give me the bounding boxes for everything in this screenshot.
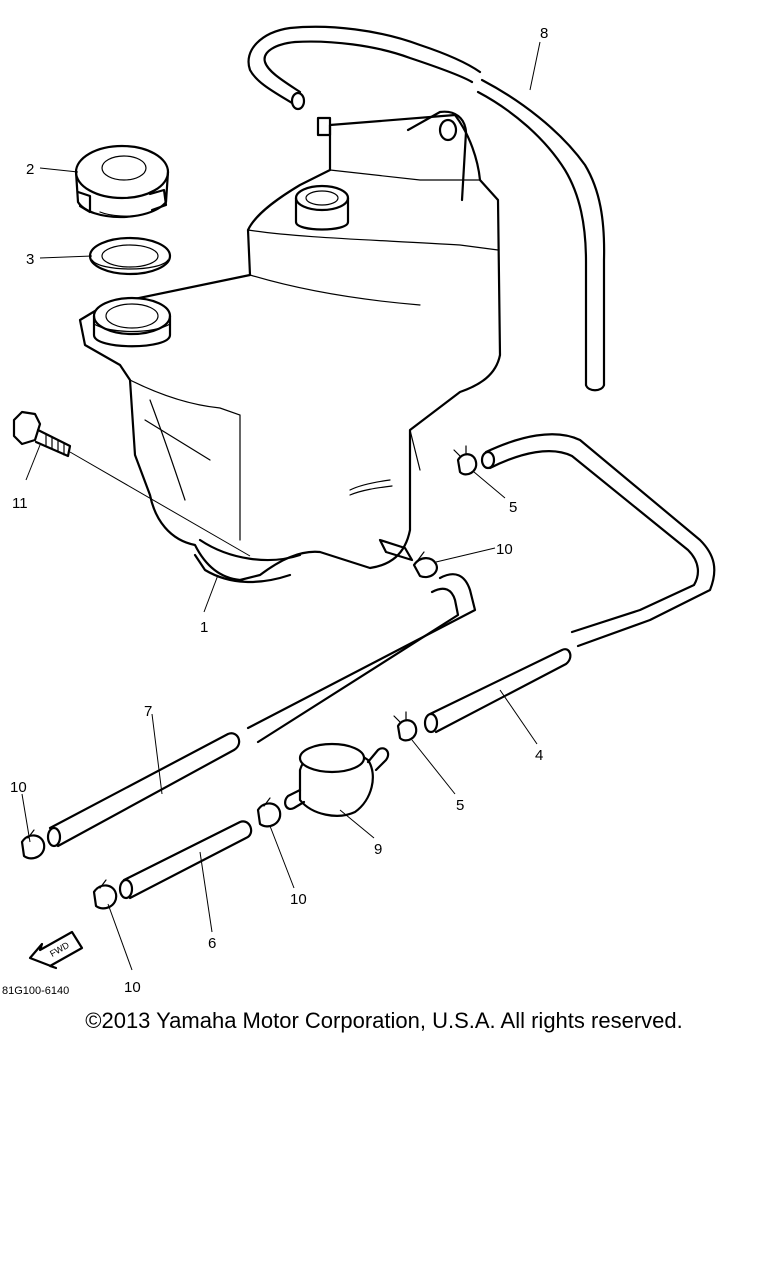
clip-5-upper [453, 445, 478, 476]
callout-10-filter: 10 [290, 891, 307, 908]
filter-9 [284, 742, 390, 817]
callout-10-tank: 10 [496, 541, 513, 558]
overflow-hose-8 [247, 25, 606, 392]
hose-6 [118, 820, 253, 900]
seal-3 [88, 236, 172, 276]
callout-9: 9 [374, 841, 382, 858]
callout-1: 1 [200, 619, 208, 636]
hose-loop-right [480, 433, 716, 648]
clamp-10-tank [412, 551, 438, 579]
clamp-10-lower [92, 879, 118, 910]
hose-4 [423, 648, 572, 734]
bolt-11 [12, 410, 72, 458]
leader-lines [21, 41, 541, 971]
copyright-notice: ©2013 Yamaha Motor Corporation, U.S.A. A… [85, 1008, 683, 1033]
callout-8: 8 [540, 25, 548, 42]
clamp-10-filter [256, 797, 282, 828]
reservoir-tank [78, 110, 502, 583]
callout-7: 7 [144, 703, 152, 720]
hose-tank-outlet [246, 573, 477, 744]
callout-5-upper: 5 [509, 499, 517, 516]
callout-10-left: 10 [10, 779, 27, 796]
hose-7 [46, 732, 241, 848]
figure-code: 81G100-6140 [2, 985, 69, 997]
callout-2: 2 [26, 161, 34, 178]
callout-3: 3 [26, 251, 34, 268]
parts-diagram: 1 2 3 4 5 5 6 7 8 9 10 10 10 10 11 FWD 8… [2, 25, 716, 997]
callout-4: 4 [535, 747, 543, 764]
callout-6: 6 [208, 935, 216, 952]
fwd-arrow-icon: FWD [28, 930, 84, 970]
clamp-10-left [20, 829, 46, 860]
radiator-cap-2 [74, 144, 170, 218]
callout-5-lower: 5 [456, 797, 464, 814]
clip-5-lower [393, 711, 418, 742]
callout-10-lower: 10 [124, 979, 141, 996]
callout-11: 11 [12, 495, 28, 512]
